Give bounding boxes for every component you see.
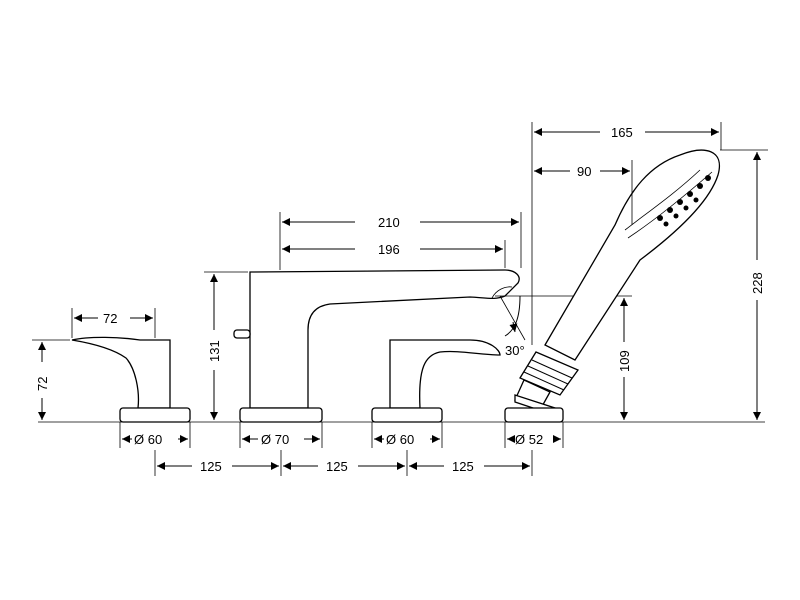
dim-label-72-width: 72 <box>103 311 117 326</box>
dim-spout-height-131: 131 <box>204 271 248 420</box>
dim-shower-165: 165 <box>531 122 722 345</box>
dim-diam-70: Ø 70 <box>239 422 323 448</box>
dim-label-diam-60-right: Ø 60 <box>386 432 414 447</box>
dim-label-72-height: 72 <box>35 377 50 391</box>
spout <box>233 269 520 423</box>
dim-label-125-2: 125 <box>326 459 348 474</box>
dim-label-125-3: 125 <box>452 459 474 474</box>
hand-shower <box>504 149 721 423</box>
dim-label-diam-60-left: Ø 60 <box>134 432 162 447</box>
dim-diam-60-left: Ø 60 <box>119 422 191 448</box>
dim-spacing-125: 125 125 125 <box>154 450 533 476</box>
dim-label-30deg: 30° <box>505 343 525 358</box>
dim-label-228: 228 <box>750 272 765 294</box>
dim-label-90: 90 <box>577 164 591 179</box>
dim-diam-60-right: Ø 60 <box>371 422 443 448</box>
dim-shower-109: 109 <box>617 298 632 420</box>
dim-spout-210: 210 <box>279 212 522 270</box>
shower-nozzles <box>657 175 711 227</box>
dim-left-handle-height: 72 <box>32 339 70 420</box>
dim-diam-52: Ø 52 <box>504 422 564 448</box>
dim-left-handle-width: 72 <box>71 308 156 338</box>
dim-label-210: 210 <box>378 215 400 230</box>
dim-label-diam-70: Ø 70 <box>261 432 289 447</box>
left-handle <box>71 336 191 423</box>
dim-shower-90: 90 <box>534 160 633 225</box>
right-handle <box>371 339 501 423</box>
dim-label-196: 196 <box>378 242 400 257</box>
dim-label-diam-52: Ø 52 <box>515 432 543 447</box>
dim-label-131: 131 <box>207 340 222 362</box>
dim-label-125-1: 125 <box>200 459 222 474</box>
dim-shower-228: 228 <box>720 149 768 420</box>
dim-spout-196: 196 <box>282 240 506 268</box>
dim-label-109: 109 <box>617 350 632 372</box>
dim-label-165: 165 <box>611 125 633 140</box>
